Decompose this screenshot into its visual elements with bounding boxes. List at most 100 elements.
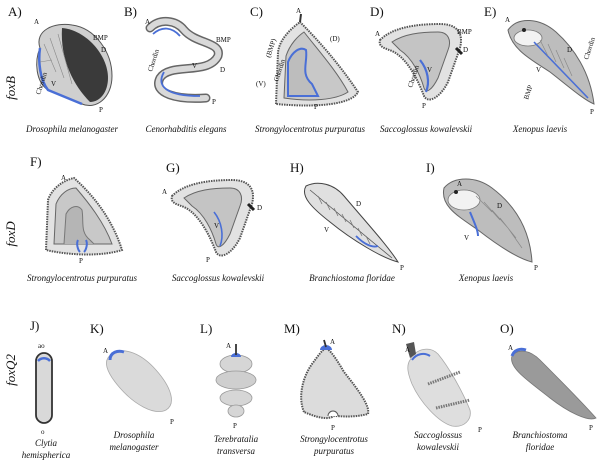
celegans-worm xyxy=(145,17,223,103)
species-name: Terebratalia xyxy=(214,434,259,444)
xenopus-tadpole xyxy=(442,178,533,263)
species-name: Saccoglossus xyxy=(414,430,462,440)
axis-label: P xyxy=(314,103,318,111)
axis-label: A xyxy=(375,30,380,38)
saccoglossus-larva xyxy=(378,22,464,101)
axis-label: D xyxy=(567,46,572,54)
species-name: floridae xyxy=(526,442,555,452)
panel-letter: H) xyxy=(290,160,304,175)
axis-label: P xyxy=(233,422,237,430)
panel-letter: I) xyxy=(426,160,435,175)
species-name: Drosophila melanogaster xyxy=(25,124,118,134)
row-label-foxd: foxD xyxy=(3,221,18,247)
axis-label: P xyxy=(79,257,83,265)
axis-label: A xyxy=(226,342,231,350)
axis-label: D xyxy=(101,46,106,54)
axis-label: P xyxy=(212,98,216,106)
axis-label: V xyxy=(51,80,56,88)
species-name: Saccoglossus kowalevskii xyxy=(172,273,265,283)
sea-urchin-larva xyxy=(44,176,124,256)
species-name: Branchiostoma floridae xyxy=(309,273,395,283)
saccoglossus-embryo xyxy=(406,342,471,427)
species-name: Xenopus laevis xyxy=(458,273,514,283)
axis-label: P xyxy=(422,102,426,110)
panel-letter: K) xyxy=(90,321,104,336)
species-name: Cenorhabditis elegans xyxy=(145,124,227,134)
axis-label: Chordin xyxy=(146,48,161,73)
panel-letter: B) xyxy=(124,4,137,19)
axis-label: V xyxy=(214,222,219,230)
panel-letter: G) xyxy=(166,160,180,175)
terebratalia-larva xyxy=(215,344,257,418)
axis-label: A xyxy=(61,174,66,182)
axis-label: A xyxy=(103,347,108,355)
axis-label: ao xyxy=(38,342,45,350)
axis-label: (BMP) xyxy=(264,37,278,59)
axis-label: P xyxy=(99,106,103,114)
axis-label: BMP xyxy=(93,34,108,42)
axis-label: (D) xyxy=(330,35,340,43)
amphioxus-larva xyxy=(510,347,597,420)
axis-label: V xyxy=(192,62,197,70)
species-name: purpuratus xyxy=(313,446,355,456)
species-name: Strongylocentrotus purpuratus xyxy=(255,124,366,134)
axis-label: A xyxy=(330,338,335,346)
species-name: Branchiostoma xyxy=(513,430,568,440)
panel-k: K) A P Drosophila melanogaster xyxy=(90,321,174,452)
axis-label: P xyxy=(590,108,594,116)
axis-label: A xyxy=(296,7,301,15)
axis-label: BMP xyxy=(522,84,534,101)
saccoglossus-larva xyxy=(170,178,256,257)
axis-label: A xyxy=(508,344,513,352)
axis-label: V xyxy=(324,226,329,234)
drosophila-embryo-dv xyxy=(36,23,113,106)
panel-h: H) D V P Branchiostoma floridae xyxy=(290,160,404,283)
species-name: Strongylocentrotus purpuratus xyxy=(27,273,138,283)
clytia-planula xyxy=(35,352,53,424)
axis-label: A xyxy=(34,18,39,26)
panel-d: D) A BMP D Chordin V P Saccoglossus kowa… xyxy=(370,4,473,134)
axis-label: Chordin xyxy=(582,36,597,61)
row-label-foxq2: foxQ2 xyxy=(3,354,18,386)
panel-o: O) A P Branchiostoma floridae xyxy=(500,321,597,452)
species-name: transversa xyxy=(217,446,255,456)
panel-a: A) A BMP D V Chordin P Drosophila melano… xyxy=(8,4,118,134)
species-name: kowalevskii xyxy=(417,442,459,452)
panel-l: L) A P Terebratalia transversa xyxy=(200,321,259,456)
axis-label: V xyxy=(427,66,432,74)
axis-label: P xyxy=(170,418,174,426)
axis-label: A xyxy=(457,180,462,188)
panel-n: N) A P Saccoglossus kowalevskii xyxy=(392,321,482,452)
axis-label: BMP xyxy=(457,28,472,36)
xenopus-tadpole xyxy=(507,20,595,105)
species-name: Strongylocentrotus xyxy=(300,434,368,444)
axis-label: P xyxy=(331,424,335,432)
axis-label: o xyxy=(41,428,45,436)
axis-label: D xyxy=(497,202,502,210)
species-name: Clytia xyxy=(35,438,57,448)
axis-label: P xyxy=(534,264,538,272)
panel-letter: L) xyxy=(200,321,212,336)
panel-g: G) A D V P Saccoglossus kowalevskii xyxy=(162,160,265,283)
panel-letter: M) xyxy=(284,321,300,336)
axis-label: V xyxy=(536,66,541,74)
amphioxus-larva xyxy=(304,182,400,263)
sea-urchin-larva xyxy=(300,339,370,420)
panel-letter: D) xyxy=(370,4,384,19)
axis-label: BMP xyxy=(216,36,231,44)
panel-letter: E) xyxy=(484,4,496,19)
axis-label: D xyxy=(220,66,225,74)
panel-b: B) A Chordin BMP V D P Cenorhabditis ele… xyxy=(124,4,231,134)
axis-label: A xyxy=(505,16,510,24)
panel-c: C) A (D) (BMP) Chordin (V) P Strongyloce… xyxy=(250,4,366,134)
panel-letter: F) xyxy=(30,154,42,169)
axis-label: P xyxy=(400,264,404,272)
species-name: melanogaster xyxy=(110,442,159,452)
panel-m: M) A P Strongylocentrotus purpuratus xyxy=(284,321,370,456)
axis-label: A xyxy=(145,18,150,26)
panel-letter: O) xyxy=(500,321,514,336)
panel-letter: C) xyxy=(250,4,263,19)
axis-label: A xyxy=(405,346,410,354)
axis-label: V xyxy=(464,234,469,242)
species-name: Saccoglossus kowalevskii xyxy=(380,124,473,134)
